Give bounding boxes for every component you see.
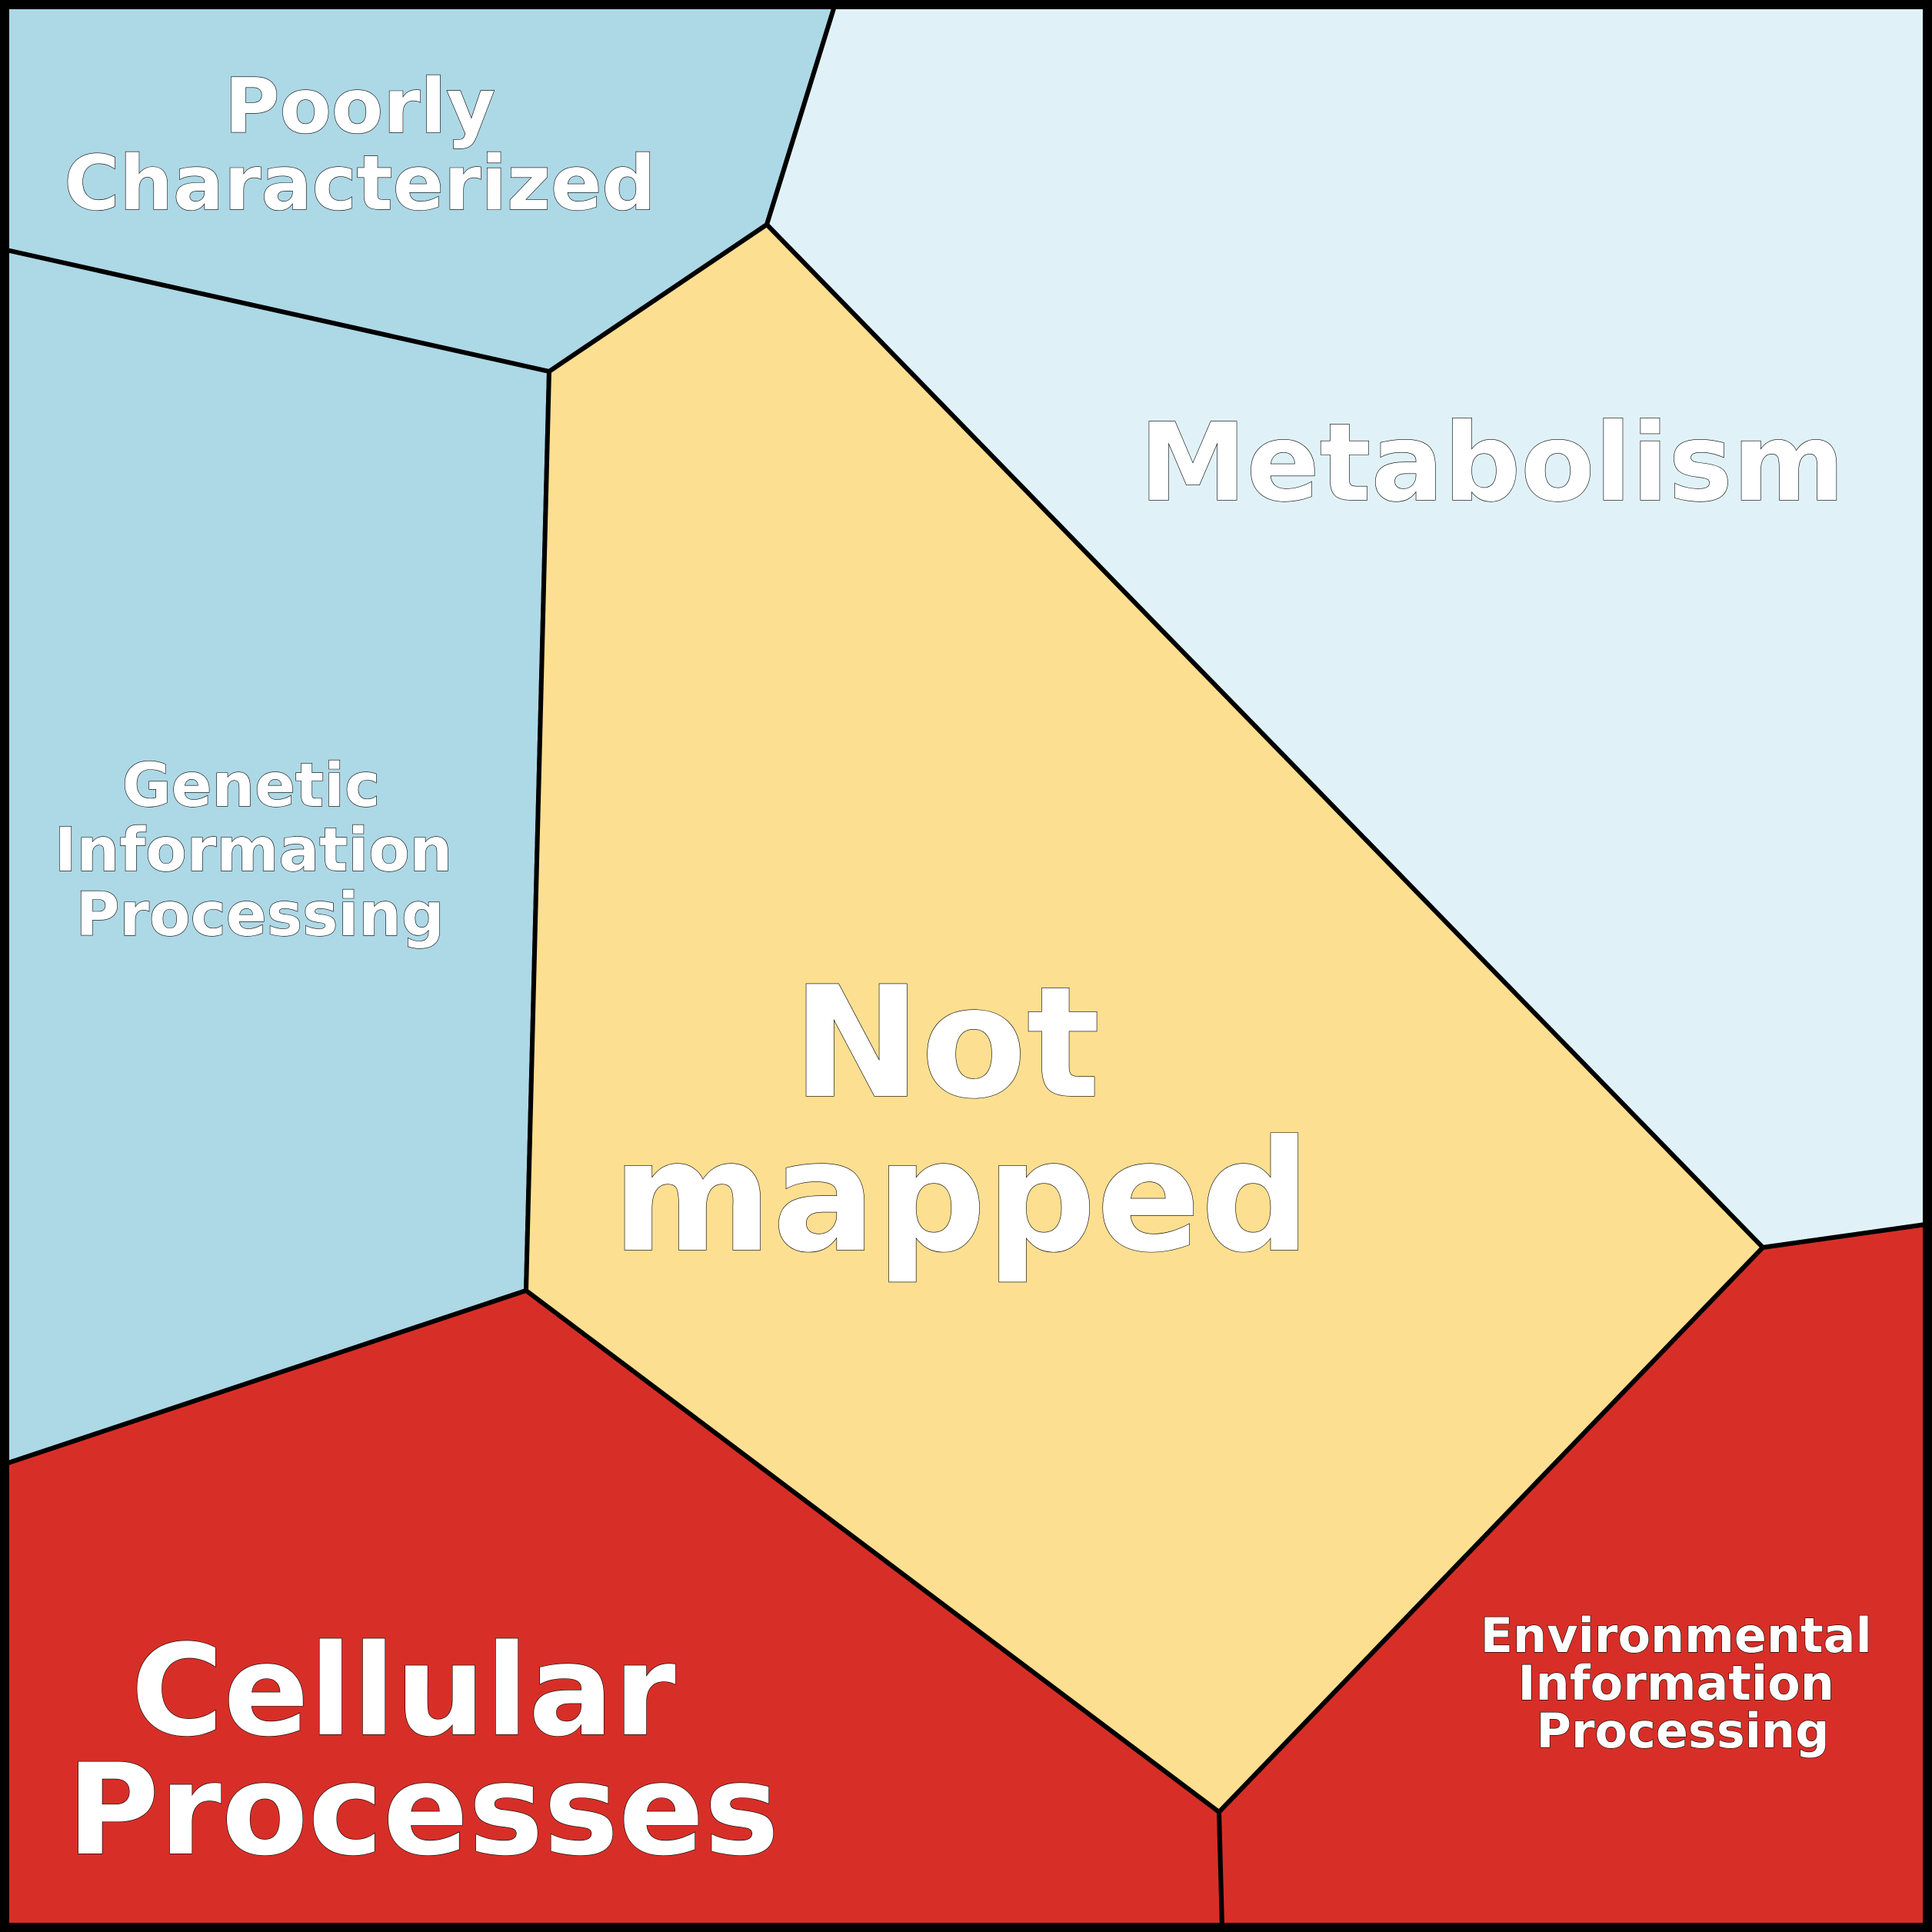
label-not-mapped: Not mapped bbox=[612, 954, 1311, 1287]
label-metabolism: Metabolism bbox=[1139, 401, 1844, 526]
label-cellular-processes: Cellular Processes bbox=[67, 1617, 779, 1884]
label-poorly-characterized: Poorly Characterized bbox=[64, 63, 655, 228]
label-environmental-information-processing: Environmental Information Processing bbox=[1481, 1607, 1889, 1759]
label-genetic-information-processing: Genetic Information Processing bbox=[55, 751, 474, 950]
